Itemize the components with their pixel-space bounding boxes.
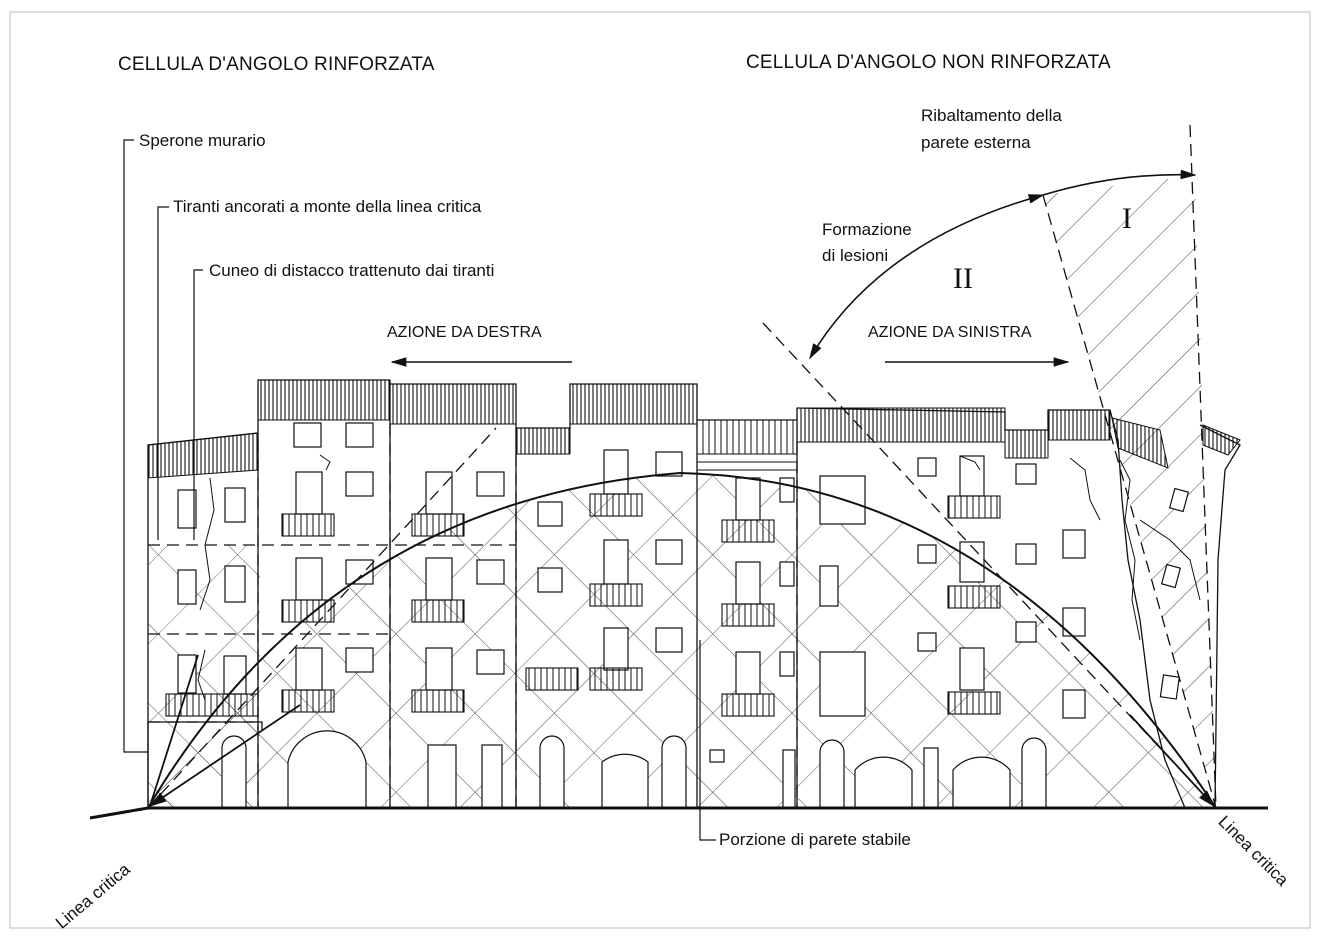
zone-two-label: II	[953, 262, 973, 295]
action-label-left: AZIONE DA SINISTRA	[868, 324, 1032, 341]
rotation-arcs	[809, 169, 1197, 360]
callout-sperone: Sperone murario	[139, 131, 266, 150]
buttress	[147, 721, 263, 808]
critical-line	[89, 806, 1268, 820]
leader-lines	[123, 139, 716, 841]
stability-parabola	[147, 471, 1217, 809]
balcony-doors	[223, 449, 985, 695]
figure-frame	[9, 11, 1311, 929]
balcony-railings	[165, 493, 1001, 717]
callout-cuneo: Cuneo di distacco trattenuto dai tiranti	[209, 261, 495, 280]
callout-ribaltamento-1: Ribaltamento della	[921, 106, 1062, 125]
callout-formazione-1: Formazione	[822, 220, 912, 239]
callout-formazione-2: di lesioni	[822, 246, 889, 265]
callout-porzione: Porzione di parete stabile	[719, 830, 911, 849]
callout-ribaltamento-2: parete esterna	[921, 133, 1031, 152]
zone-one-label: I	[1122, 202, 1132, 235]
title-unreinforced: CELLULA D'ANGOLO NON RINFORZATA	[746, 52, 1111, 73]
title-reinforced: CELLULA D'ANGOLO RINFORZATA	[118, 54, 435, 75]
ground-floor-arches	[221, 730, 1047, 809]
thrust-lines	[148, 654, 1216, 808]
action-label-right: AZIONE DA DESTRA	[387, 324, 542, 341]
roof-parapets	[147, 379, 1241, 479]
callout-tiranti: Tiranti ancorati a monte della linea cri…	[173, 197, 482, 216]
overturning-wedge-hatch	[1043, 175, 1216, 808]
